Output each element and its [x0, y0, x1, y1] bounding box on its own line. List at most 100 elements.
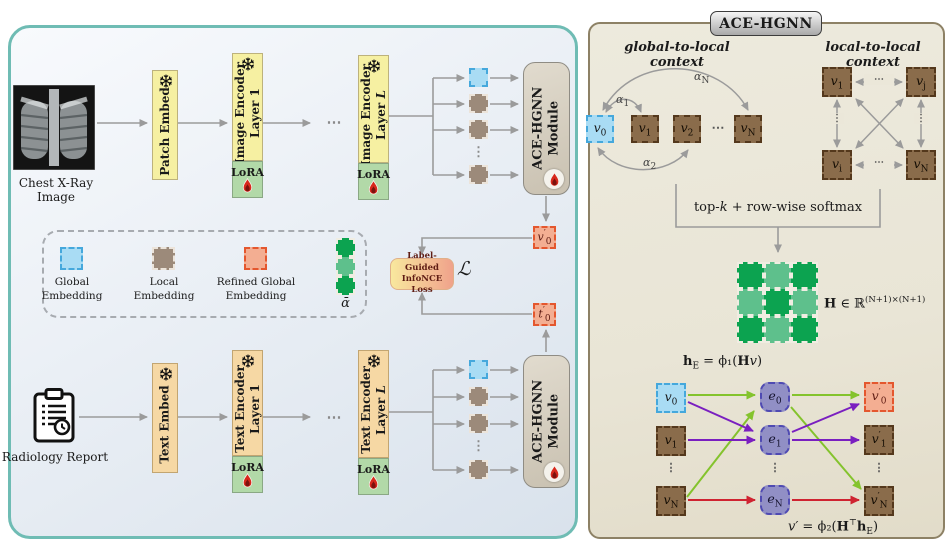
- image-encoder-layer1-box: Image Encoder Layer 1: [232, 53, 263, 164]
- node-sub: 1: [880, 439, 887, 450]
- image-local-token: [469, 94, 488, 113]
- loss-symbol: ℒ: [457, 258, 471, 280]
- bip-ellipsis: ⋮: [664, 461, 678, 474]
- ellipsis-text: ⋮: [873, 461, 885, 474]
- lora-label: LoRA: [231, 165, 264, 179]
- ellipsis-text: ⋯: [874, 157, 884, 168]
- softmax-k: k: [719, 200, 728, 215]
- softmax-pre: top-: [693, 200, 720, 215]
- node-sub: 1: [837, 81, 844, 92]
- bip-node-v0-prime: v′0: [864, 382, 894, 412]
- legend-local-label: Local Embedding: [121, 276, 207, 303]
- matrix-cell: [791, 289, 818, 316]
- alpha-bar-text: ᾱ: [341, 296, 350, 311]
- refined-global-text-token: t′0: [533, 303, 556, 326]
- matrix-cell: [737, 316, 764, 343]
- alpha-swatch-dark: [336, 238, 355, 257]
- node-base: v: [832, 155, 840, 171]
- trainable-indicator: [544, 169, 564, 189]
- bip-node-vN: vN: [656, 486, 686, 516]
- alpha-sub: 2: [650, 162, 657, 173]
- snowflake-icon: [159, 367, 173, 381]
- ellipsis-text: ⋮: [472, 438, 485, 454]
- matrix-cell: [791, 262, 818, 289]
- formula-mid: ∈ ℝ: [836, 296, 865, 312]
- token-ellipsis: ⋮: [469, 434, 488, 458]
- node-sub: N: [879, 500, 888, 511]
- legend-local-swatch: [152, 247, 175, 270]
- ace-hgnn-module-image: ACE-HGNN Module: [523, 62, 570, 195]
- ellipsis-text: ⋮: [916, 113, 926, 124]
- g2l-node-v2: v2: [673, 115, 701, 143]
- legend-text: Refined Global: [216, 276, 296, 288]
- chest-xray-image: [13, 85, 95, 170]
- alpha-base: α: [643, 156, 651, 169]
- t0p-base: t: [538, 307, 543, 321]
- l2l-ellipsis: ⋮: [830, 113, 844, 124]
- text-embed-label: Text Embed: [157, 384, 172, 464]
- matrix-cell: [737, 289, 764, 316]
- image-global-token: [469, 68, 488, 87]
- legend-text: Embedding: [225, 289, 287, 302]
- topk-softmax-label: top-k + row-wise softmax: [676, 200, 880, 215]
- encoder-ellipsis: ⋯: [316, 407, 352, 427]
- incidence-matrix: [737, 262, 818, 343]
- ellipsis-text: ⋮: [665, 461, 677, 474]
- flame-icon: [242, 472, 253, 488]
- report-caption: Radiology Report: [0, 450, 110, 464]
- node-base: v: [664, 431, 672, 447]
- matrix-cell: [764, 289, 791, 316]
- legend-refined-swatch: [244, 247, 267, 270]
- matrix-cell: [764, 262, 791, 289]
- image-local-token: [469, 165, 488, 184]
- node-base: v: [740, 119, 748, 135]
- formula-h: h: [856, 519, 867, 535]
- image-encoder-layerL-line1: Image Encoder: [358, 64, 373, 166]
- token-ellipsis: ⋮: [469, 140, 488, 164]
- text-encoder-layer1-line1: Text Encoder: [232, 365, 247, 453]
- node-sub: 1: [645, 128, 652, 139]
- alpha1-label: α1: [616, 93, 629, 109]
- g2l-node-v0: v0: [586, 115, 614, 143]
- softmax-post: + row-wise softmax: [727, 200, 863, 215]
- node-sub: N: [774, 499, 783, 510]
- ace-hgnn-title: ACE-HGNN: [719, 15, 813, 32]
- alpha-base: α: [694, 70, 702, 83]
- text-global-token: [469, 360, 488, 379]
- matrix-cell: [764, 316, 791, 343]
- formula-H: H: [824, 296, 837, 312]
- node-sub: 0: [600, 128, 607, 139]
- text-encoder-layerL-line1: Text Encoder: [358, 366, 373, 454]
- l2l-node-v1: v1: [822, 67, 852, 97]
- node-prime: ′: [878, 430, 881, 441]
- heading-text: global-to-local context: [624, 40, 730, 70]
- report-caption-text: Radiology Report: [1, 450, 109, 464]
- g2l-node-vN: vN: [734, 115, 762, 143]
- loss-line2: InfoNCE Loss: [401, 274, 443, 296]
- image-encoder-layer1-line2: Layer 1: [247, 88, 262, 138]
- loss-symbol-text: ℒ: [457, 258, 471, 280]
- xray-caption: Chest X-Ray Image: [4, 176, 108, 204]
- node-base: v: [830, 72, 838, 88]
- alpha-base: α: [616, 93, 624, 106]
- flame-icon: [368, 474, 379, 490]
- formula-mid: = ϕ₂(: [798, 519, 837, 535]
- v0p-sub: 0: [545, 236, 552, 247]
- text-embed-box: Text Embed: [152, 363, 178, 473]
- node-base: e: [768, 387, 776, 403]
- lora-label: LoRA: [357, 462, 390, 476]
- formula-h: h: [683, 354, 693, 369]
- layer-var: L: [373, 90, 388, 99]
- layer-word: Layer: [373, 393, 388, 435]
- matrix-cell: [737, 262, 764, 289]
- formula-H: H: [737, 354, 750, 369]
- bip-node-v0: v0: [656, 383, 686, 413]
- node-sub: j: [923, 81, 926, 92]
- image-encoder-layer1-line1: Image Encoder: [232, 62, 247, 164]
- node-base: v: [916, 72, 924, 88]
- text-local-token: [469, 460, 488, 479]
- H-dimension-formula: H ∈ ℝ(N+1)×(N+1): [824, 295, 925, 311]
- alpha-bar-label: ᾱ: [336, 296, 355, 311]
- layer-var: L: [373, 385, 388, 394]
- module-line1: ACE-HGNN: [530, 379, 546, 464]
